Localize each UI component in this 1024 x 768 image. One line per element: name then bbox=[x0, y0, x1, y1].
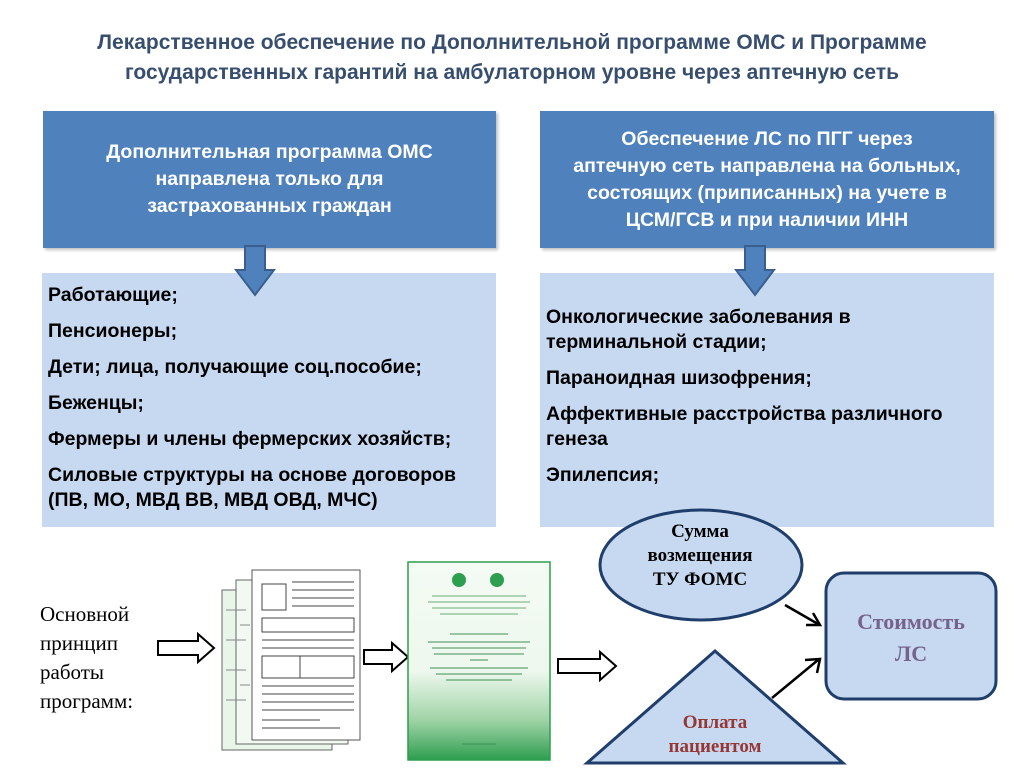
program-principle-label: Основной принцип работы программ: bbox=[40, 600, 133, 716]
disease-categories-list: Онкологические заболевания в терминально… bbox=[540, 273, 994, 527]
list-item: Параноидная шизофрения; bbox=[546, 367, 812, 389]
list-item: (ПВ, МО, МВД ВВ, МВД ОВД, МЧС) bbox=[48, 489, 378, 511]
patient-payment-label: Оплата пациентом bbox=[640, 711, 790, 759]
principle-line: принцип bbox=[40, 631, 118, 655]
list-item: Силовые структуры на основе договоров bbox=[48, 464, 457, 486]
hollow-right-arrow-icon bbox=[157, 631, 216, 665]
list-item: Работающие; bbox=[48, 284, 178, 306]
cost-line: Стоимость bbox=[857, 609, 965, 634]
principle-line: Основной bbox=[40, 602, 130, 626]
reimbursement-line: Сумма bbox=[671, 521, 729, 542]
oms-header-line: Дополнительная программа ОМС bbox=[106, 141, 433, 163]
pgg-header-line: состоящих (приписанных) на учете в bbox=[587, 181, 947, 204]
oms-header-line: направлена только для bbox=[155, 168, 384, 190]
list-item: Беженцы; bbox=[48, 392, 144, 414]
list-item: Пенсионеры; bbox=[48, 320, 178, 342]
pgg-header-line: аптечную сеть направлена на больных, bbox=[573, 154, 961, 177]
title-line-2: государственных гарантий на амбулаторном… bbox=[124, 61, 900, 84]
title-line-1: Лекарственное обеспечение по Дополнитель… bbox=[97, 31, 927, 54]
down-arrow-icon bbox=[734, 245, 776, 297]
down-arrow-icon bbox=[234, 245, 276, 297]
pgg-program-header: Обеспечение ЛС по ПГГ через аптечную сет… bbox=[540, 111, 994, 248]
principle-line: работы bbox=[40, 660, 105, 684]
reimbursement-ellipse bbox=[598, 508, 804, 622]
oms-header-line: застрахованных граждан bbox=[147, 195, 392, 217]
list-item: Фермеры и члены фермерских хозяйств; bbox=[48, 428, 452, 450]
pgg-header-line: ЦСМ/ГСВ и при наличии ИНН bbox=[625, 208, 909, 231]
drug-cost-box bbox=[824, 571, 998, 701]
list-item: Дети; лица, получающие соц.пособие; bbox=[48, 356, 422, 378]
reimbursement-line: возмещения bbox=[647, 545, 753, 566]
list-item: Аффективные расстройства различного bbox=[546, 403, 943, 425]
connector-arrow-icon bbox=[771, 657, 822, 699]
connector-arrow-icon bbox=[784, 603, 823, 627]
reimbursement-line: ТУ ФОМС bbox=[652, 569, 748, 590]
principle-line: программ: bbox=[40, 689, 134, 713]
list-item: терминальной стадии; bbox=[546, 331, 767, 353]
oms-program-header: Дополнительная программа ОМС направлена … bbox=[43, 111, 496, 248]
insured-categories-list: Работающие; Пенсионеры; Дети; лица, полу… bbox=[42, 273, 496, 527]
list-item: Эпилепсия; bbox=[546, 464, 660, 486]
slide-title: Лекарственное обеспечение по Дополнитель… bbox=[30, 28, 994, 88]
hollow-right-arrow-icon bbox=[363, 640, 410, 674]
cost-line: ЛС bbox=[894, 641, 928, 666]
list-item: Онкологические заболевания в bbox=[546, 306, 851, 328]
drug-cost-label: Стоимость ЛС bbox=[826, 606, 996, 670]
list-item: генеза bbox=[546, 428, 608, 450]
handbook-booklet-icon bbox=[407, 561, 551, 761]
hollow-right-arrow-icon bbox=[557, 649, 618, 683]
payment-line: Оплата bbox=[682, 712, 748, 733]
reimbursement-label: Сумма возмещения ТУ ФОМС bbox=[600, 520, 800, 592]
pgg-header-line: Обеспечение ЛС по ПГГ через bbox=[621, 127, 913, 150]
prescription-forms-icon bbox=[221, 569, 361, 751]
patient-payment-triangle bbox=[583, 649, 847, 765]
payment-line: пациентом bbox=[668, 736, 762, 757]
